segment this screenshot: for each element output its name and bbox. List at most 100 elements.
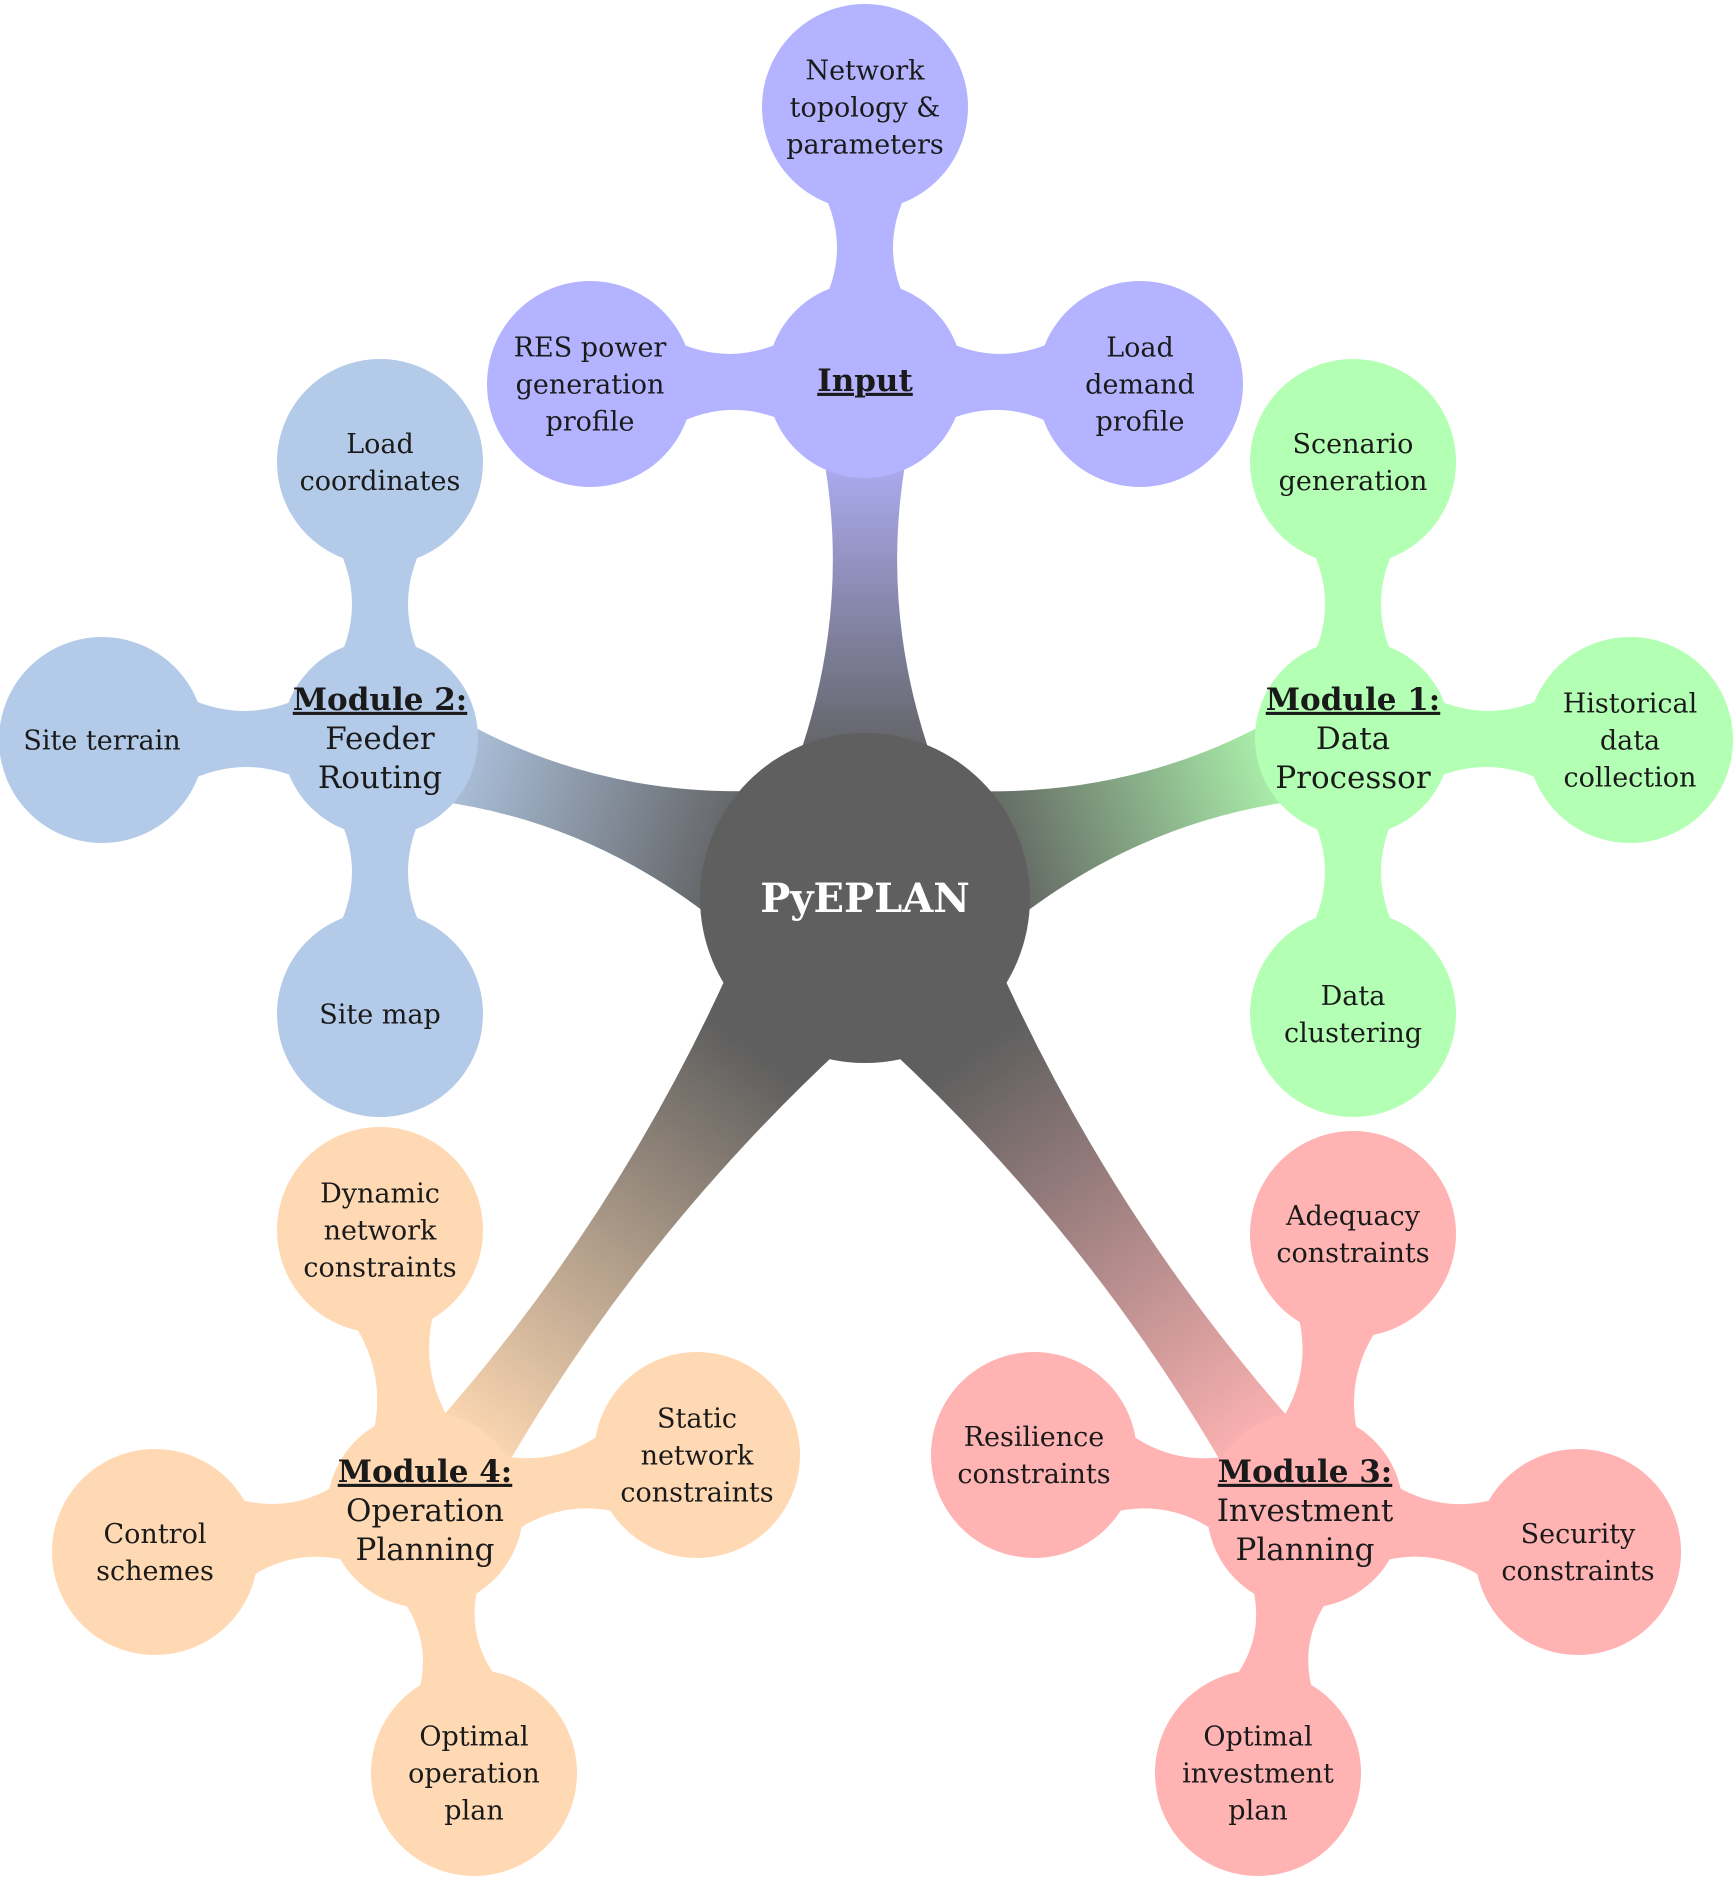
hub-module-2-line: Routing xyxy=(318,760,442,796)
node-site-terrain-line: Site terrain xyxy=(23,725,180,756)
connector-module-3 xyxy=(885,964,1293,1471)
node-historical-data-label: Historical data collection xyxy=(1563,688,1698,793)
hub-input-line: Input xyxy=(817,363,913,399)
node-load-demand-line: demand xyxy=(1085,369,1195,400)
node-site-map-label: Site map xyxy=(319,999,441,1030)
node-control-schemes-line: Control xyxy=(104,1519,207,1550)
node-load-demand-line: profile xyxy=(1095,406,1184,437)
hub-input: Input xyxy=(767,282,963,478)
hub-module-3-line: Planning xyxy=(1236,1532,1375,1568)
node-historical-data-line: Historical xyxy=(1563,688,1698,719)
node-adequacy-label: Adequacy constraints xyxy=(1276,1201,1429,1269)
hub-module-4-line: Module 4: xyxy=(338,1454,513,1490)
node-load-coordinates-line: coordinates xyxy=(300,466,461,497)
node-optimal-operation-line: plan xyxy=(444,1795,503,1826)
connector-res-power xyxy=(671,339,788,427)
center-node-line: PyEPLAN xyxy=(760,875,970,922)
node-load-demand-label: Load demand profile xyxy=(1085,332,1195,437)
connector-load-coordinates xyxy=(336,544,424,660)
node-historical-data-line: collection xyxy=(1564,762,1697,793)
connector-site-terrain xyxy=(184,696,302,783)
node-scenario-generation-line: generation xyxy=(1279,466,1428,497)
connector-module-2 xyxy=(441,723,762,923)
node-adequacy: Adequacy constraints xyxy=(1250,1131,1456,1337)
connector-historical-data xyxy=(1431,696,1548,783)
connector-resilience xyxy=(1106,1428,1237,1535)
node-adequacy-line: constraints xyxy=(1276,1238,1429,1269)
hub-module-2-line: Feeder xyxy=(325,721,435,757)
node-adequacy-line: Adequacy xyxy=(1285,1201,1421,1232)
connector-dynamic-network xyxy=(350,1304,454,1440)
hub-module-1-line: Module 1: xyxy=(1266,682,1441,718)
node-network-topology-line: topology & xyxy=(790,92,941,123)
node-load-coordinates: Load coordinates xyxy=(277,359,483,565)
node-res-power-line: RES power xyxy=(514,332,667,363)
hub-module-2-line: Module 2: xyxy=(293,682,468,718)
node-load-coordinates-line: Load xyxy=(346,429,414,460)
node-resilience-line: constraints xyxy=(957,1459,1110,1490)
node-historical-data-line: data xyxy=(1600,725,1660,756)
node-load-demand-line: Load xyxy=(1106,332,1174,363)
connector-module-1 xyxy=(968,723,1292,923)
node-site-terrain: Site terrain xyxy=(0,637,205,843)
node-load-demand: Load demand profile xyxy=(1037,281,1243,487)
hub-module-4-line: Operation xyxy=(346,1493,504,1529)
node-scenario-generation: Scenario generation xyxy=(1250,359,1456,565)
hub-module-3-line: Module 3: xyxy=(1218,1454,1393,1490)
node-network-topology-line: Network xyxy=(805,55,925,86)
connector-scenario-generation xyxy=(1309,544,1397,660)
node-layer: PyEPLAN Input Network topology & parametersR… xyxy=(0,4,1733,1876)
node-res-power-line: profile xyxy=(545,406,634,437)
connector-optimal-operation xyxy=(398,1579,502,1700)
node-dynamic-network-line: Dynamic xyxy=(320,1178,440,1209)
connector-optimal-investment xyxy=(1229,1579,1332,1700)
node-scenario-generation-label: Scenario generation xyxy=(1279,429,1428,497)
connector-security xyxy=(1376,1481,1504,1583)
node-data-clustering: Data clustering xyxy=(1250,911,1456,1117)
node-static-network-line: network xyxy=(641,1440,754,1471)
connector-static-network xyxy=(493,1428,625,1535)
node-network-topology-line: parameters xyxy=(786,129,944,160)
node-optimal-investment-line: investment xyxy=(1182,1758,1334,1789)
center-node-label: PyEPLAN xyxy=(760,875,970,922)
node-optimal-investment-line: plan xyxy=(1228,1795,1287,1826)
node-security-line: constraints xyxy=(1501,1556,1654,1587)
hub-module-3-line: Investment xyxy=(1217,1493,1394,1529)
center-node: PyEPLAN xyxy=(700,733,1030,1063)
node-dynamic-network-line: constraints xyxy=(303,1252,456,1283)
node-scenario-generation-line: Scenario xyxy=(1293,429,1414,460)
node-static-network-line: constraints xyxy=(620,1477,773,1508)
connector-data-clustering xyxy=(1309,816,1397,932)
node-optimal-operation-line: operation xyxy=(408,1758,540,1789)
connector-input xyxy=(795,458,935,766)
node-data-clustering-line: clustering xyxy=(1284,1018,1422,1049)
connector-adequacy xyxy=(1277,1307,1382,1440)
hub-module-1-line: Data xyxy=(1316,721,1390,757)
node-data-clustering-label: Data clustering xyxy=(1284,981,1422,1049)
connector-layer xyxy=(184,189,1548,1700)
node-data-clustering-line: Data xyxy=(1321,981,1386,1012)
hub-module-1-line: Processor xyxy=(1275,760,1431,796)
node-site-map-line: Site map xyxy=(319,999,441,1030)
